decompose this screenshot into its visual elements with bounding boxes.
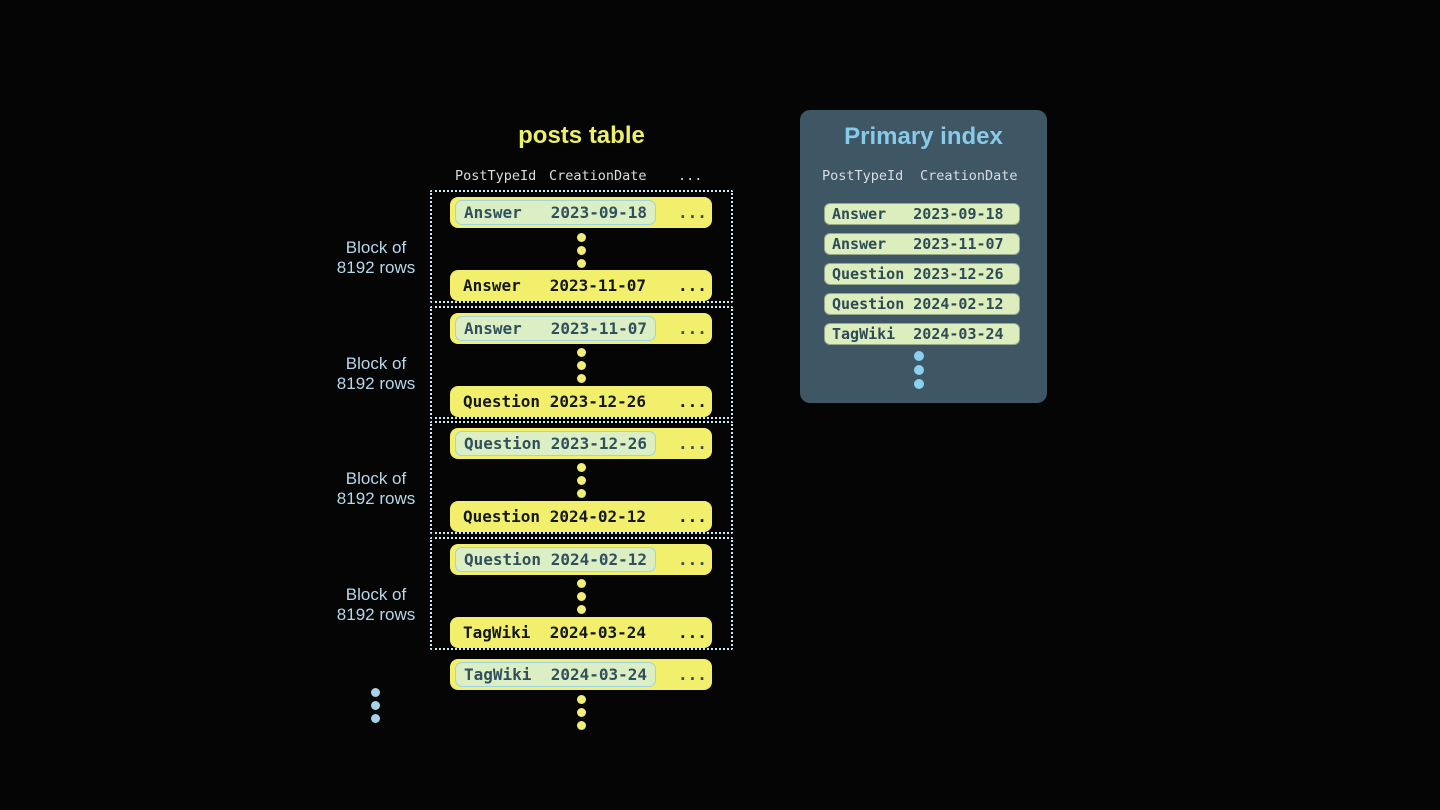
row-text: TagWiki 2024-03-24 [463, 623, 647, 642]
row-ellipsis: ... [678, 319, 707, 338]
block-outline-1 [430, 190, 733, 303]
row-ellipsis: ... [678, 434, 707, 453]
row-ellipsis: ... [678, 550, 707, 569]
row-text: Answer 2023-11-07 [463, 276, 647, 295]
index-row: Question 2023-12-26 [824, 263, 1020, 285]
ellipsis-dots [577, 233, 586, 268]
table-row-overflow: TagWiki 2024-03-24 ... [450, 659, 712, 690]
ellipsis-dots [577, 695, 586, 730]
row-ellipsis: ... [678, 507, 707, 526]
index-entry-highlight: Answer 2023-11-07 [455, 316, 657, 341]
index-header-posttypeid: PostTypeId [822, 168, 904, 184]
index-entry-highlight: Question 2023-12-26 [455, 431, 657, 456]
table-row-block1-first: Answer 2023-09-18 ... [450, 197, 712, 228]
ellipsis-dots [577, 348, 586, 383]
row-text: Question 2024-02-12 [463, 507, 647, 526]
posts-header-posttypeid: PostTypeId [455, 168, 537, 184]
table-row-block3-last: Question 2024-02-12 ... [450, 501, 712, 532]
block-label-1: Block of 8192 rows [336, 238, 416, 277]
table-row-block4-first: Question 2024-02-12 ... [450, 544, 712, 575]
posts-table-title: posts table [518, 122, 645, 149]
ellipsis-dots [577, 579, 586, 614]
block-outline-2 [430, 306, 733, 419]
row-ellipsis: ... [678, 623, 707, 642]
posts-header-more-columns: ... [678, 168, 703, 184]
row-text: Question 2023-12-26 [463, 392, 647, 411]
row-ellipsis: ... [678, 392, 707, 411]
block-outline-3 [430, 421, 733, 534]
table-row-block1-last: Answer 2023-11-07 ... [450, 270, 712, 301]
index-entry-highlight: Answer 2023-09-18 [455, 200, 657, 225]
row-ellipsis: ... [678, 276, 707, 295]
index-header-creationdate: CreationDate [920, 168, 1018, 184]
block-outline-4 [430, 537, 733, 650]
table-row-block3-first: Question 2023-12-26 ... [450, 428, 712, 459]
block-label-3: Block of 8192 rows [336, 469, 416, 508]
row-ellipsis: ... [678, 665, 707, 684]
table-row-block4-last: TagWiki 2024-03-24 ... [450, 617, 712, 648]
index-row: Question 2024-02-12 [824, 293, 1020, 315]
index-entry-highlight: TagWiki 2024-03-24 [455, 662, 657, 687]
row-ellipsis: ... [678, 203, 707, 222]
index-row: Answer 2023-09-18 [824, 203, 1020, 225]
index-row: Answer 2023-11-07 [824, 233, 1020, 255]
block-label-2: Block of 8192 rows [336, 354, 416, 393]
index-entry-highlight: Question 2024-02-12 [455, 547, 657, 572]
index-row: TagWiki 2024-03-24 [824, 323, 1020, 345]
posts-header-creationdate: CreationDate [549, 168, 647, 184]
block-label-4: Block of 8192 rows [336, 585, 416, 624]
table-row-block2-first: Answer 2023-11-07 ... [450, 313, 712, 344]
table-row-block2-last: Question 2023-12-26 ... [450, 386, 712, 417]
primary-index-title: Primary index [844, 123, 1003, 150]
more-blocks-dots [371, 688, 380, 723]
more-index-rows-dots [914, 351, 924, 389]
ellipsis-dots [577, 463, 586, 498]
